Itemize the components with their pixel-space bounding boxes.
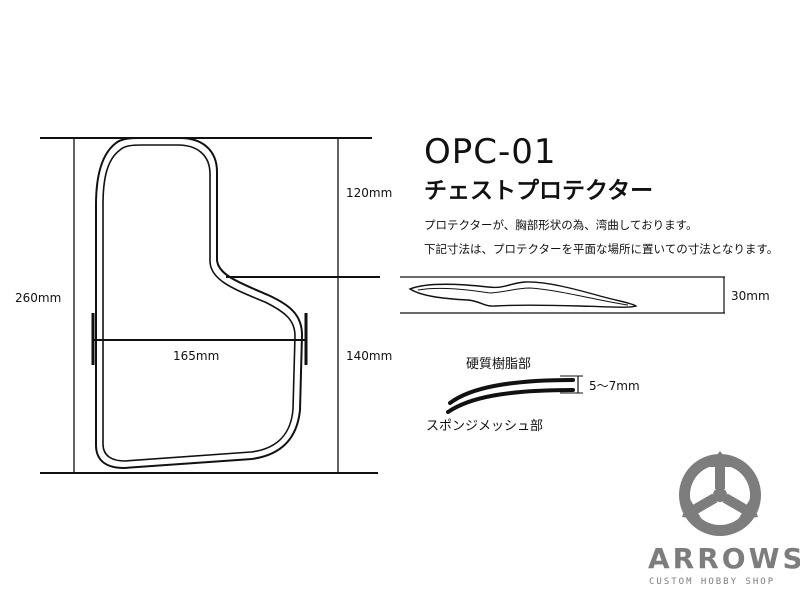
- logo-arrow-left: [681, 493, 718, 520]
- protector-outline-inner: [102, 144, 296, 462]
- side-profile: [400, 276, 725, 314]
- hard-resin-layer: [448, 378, 575, 405]
- brand-tagline: CUSTOM HOBBY SHOP: [649, 577, 776, 587]
- total-height-label: 260mm: [15, 291, 62, 305]
- note-curvature: プロテクターが、胸部形状の為、湾曲しております。: [424, 218, 698, 232]
- hard-layer-label: 5〜7mm: [589, 379, 640, 393]
- product-code: OPC-01: [424, 132, 557, 172]
- product-name: チェストプロテクター: [424, 178, 654, 204]
- profile-shape-inner: [417, 287, 629, 306]
- note-measurement: 下記寸法は、プロテクターを平面な場所に置いての寸法となります。: [424, 242, 779, 256]
- arrows-logo-icon: [679, 451, 761, 536]
- lower-height-label: 140mm: [346, 349, 393, 363]
- hard-resin-label: 硬質樹脂部: [466, 357, 532, 372]
- sponge-mesh-label: スポンジメッシュ部: [426, 419, 544, 434]
- protector-outline: [95, 137, 303, 469]
- width-label: 165mm: [173, 349, 220, 363]
- sponge-mesh-layer: [446, 388, 575, 414]
- logo-center: [713, 488, 727, 502]
- logo-arrow-right: [722, 493, 759, 520]
- protector-outline-outer: [95, 137, 303, 469]
- upper-height-label: 120mm: [346, 186, 393, 200]
- brand-name: ARROWS: [648, 542, 800, 575]
- dimension-frame: [40, 137, 380, 474]
- thickness-label: 30mm: [731, 289, 770, 303]
- logo-arrow-top: [708, 451, 732, 489]
- layer-cross-section: [446, 375, 583, 414]
- profile-shape-outer: [408, 281, 638, 308]
